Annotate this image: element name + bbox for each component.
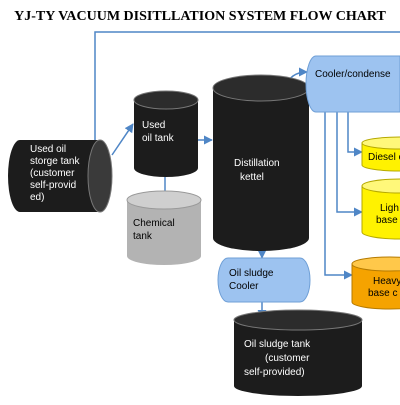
oil-sludge-tank: Oil sludge tank (customer self-provided) xyxy=(233,309,363,396)
used-oil-storage-tank: Used oil storge tank (customer self-prov… xyxy=(8,139,113,213)
return-line-connector xyxy=(94,31,400,140)
cooler-condenser-body xyxy=(305,55,400,113)
cooler-to-light-base-arrow xyxy=(336,112,363,217)
used-oil-storage-tank-label-4: self-provid xyxy=(30,180,76,191)
light-base-tank-top xyxy=(361,178,400,194)
oil-sludge-tank-top xyxy=(233,309,363,331)
used-oil-storage-tank-label-3: (customer xyxy=(30,168,75,179)
diesel-tank-body xyxy=(361,142,400,172)
light-base-tank-label-2: base xyxy=(376,215,398,226)
light-base-tank-body xyxy=(361,185,400,240)
distillation-kettel-label-1: Distillation xyxy=(234,158,280,169)
oil-sludge-tank-label-1: Oil sludge tank xyxy=(244,339,311,350)
used-oil-storage-tank-cap xyxy=(87,139,113,213)
diesel-tank-top xyxy=(361,136,400,150)
heavy-base-tank-top xyxy=(351,256,400,272)
cooler-to-heavy-base-arrow xyxy=(324,112,353,280)
oil-sludge-cooler: Oil sludge Cooler xyxy=(217,257,311,303)
diesel-tank-label: Diesel c xyxy=(368,152,400,163)
heavy-base-tank-label-2: base c xyxy=(368,288,397,299)
used-oil-storage-tank-label-2: storge tank xyxy=(30,156,80,167)
used-oil-tank-body xyxy=(134,100,198,177)
distillation-kettel-label-2: kettel xyxy=(240,172,264,183)
light-base-tank: Ligh base xyxy=(361,178,400,240)
chart-title: YJ-TY VACUUM DISITLLATION SYSTEM FLOW CH… xyxy=(14,9,386,24)
chemical-tank-top xyxy=(126,190,202,210)
used-oil-tank-top xyxy=(133,90,199,110)
cooler-to-diesel-arrow xyxy=(347,112,363,157)
heavy-base-tank-label-1: Heavy xyxy=(373,276,400,287)
cooler-condenser: Cooler/condense xyxy=(305,55,400,113)
distillation-kettel-top xyxy=(212,74,310,102)
heavy-base-tank-body xyxy=(351,263,400,310)
used-oil-storage-tank-label-1: Used oil xyxy=(30,144,66,155)
heavy-base-tank: Heavy base c xyxy=(351,256,400,310)
light-base-tank-label-1: Ligh xyxy=(380,203,399,214)
used-oil-tank-label-2: oil tank xyxy=(142,133,175,144)
chemical-tank: Chemical tank xyxy=(126,190,202,265)
used-oil-tank: Used oil tank xyxy=(133,90,199,177)
used-oil-storage-tank-label-5: ed) xyxy=(30,192,44,203)
oil-sludge-tank-body xyxy=(234,320,362,396)
chemical-tank-label-1: Chemical xyxy=(133,218,175,229)
distillation-kettel-body xyxy=(213,88,309,251)
oil-sludge-tank-label-3: self-provided) xyxy=(244,367,305,378)
oil-sludge-tank-label-2: (customer xyxy=(265,353,310,364)
chemical-tank-body xyxy=(127,200,201,265)
distillation-kettel: Distillation kettel xyxy=(212,74,310,251)
oil-sludge-cooler-body xyxy=(217,257,311,303)
oil-sludge-cooler-label-1: Oil sludge xyxy=(229,268,274,279)
oil-sludge-cooler-label-2: Cooler xyxy=(229,281,259,292)
used-oil-tank-label-1: Used xyxy=(142,120,165,131)
chemical-tank-label-2: tank xyxy=(133,231,153,242)
cooler-condenser-label: Cooler/condense xyxy=(315,69,391,80)
used-oil-storage-tank-body xyxy=(8,140,112,212)
diesel-tank: Diesel c xyxy=(361,136,400,172)
storage-to-used-oil-tank-arrow xyxy=(111,123,134,156)
